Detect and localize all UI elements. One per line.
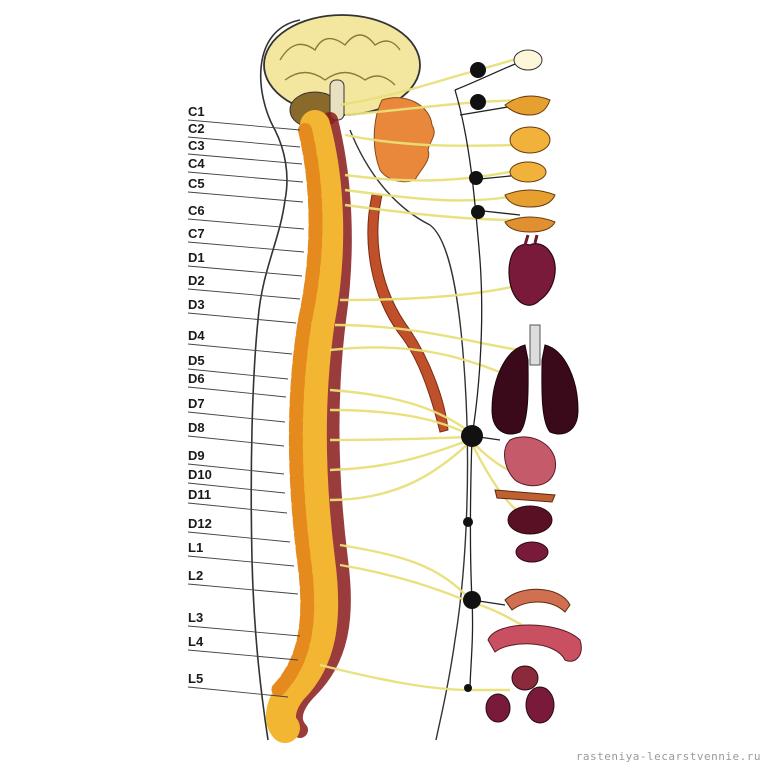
vertebra-leader-line	[187, 555, 295, 567]
vertebra-label-l5: L5	[188, 671, 203, 686]
body-outline	[250, 19, 301, 741]
vertebra-leader-line	[187, 119, 301, 131]
lungs-organ	[491, 324, 579, 435]
torso-front-line	[349, 129, 469, 741]
vertebra-leader-line	[187, 482, 286, 494]
liver-pancreas-organ	[494, 489, 556, 563]
vertebra-leader-line	[187, 218, 305, 230]
vertebra-leader-line	[187, 368, 289, 380]
vertebra-label-d12: D12	[188, 516, 212, 531]
vertebra-leader-line	[187, 649, 299, 661]
vertebra-leader-line	[187, 312, 297, 324]
spinal-column	[266, 110, 352, 743]
lacrimal-organ	[504, 95, 551, 116]
vertebra-label-d1: D1	[188, 250, 205, 265]
vertebra-label-d11: D11	[188, 487, 211, 502]
vertebra-label-d7: D7	[188, 396, 205, 411]
vertebra-label-d6: D6	[188, 371, 205, 386]
vertebra-leader-line	[187, 288, 301, 300]
brain-illustration	[263, 14, 421, 129]
vertebra-label-c4: C4	[188, 156, 205, 171]
vertebra-label-l3: L3	[188, 610, 203, 625]
vertebra-label-c1: C1	[188, 104, 205, 119]
vertebra-label-c3: C3	[188, 138, 205, 153]
eye-organ	[513, 49, 543, 71]
vertebra-leader-line	[187, 435, 285, 447]
vertebra-label-d2: D2	[188, 273, 205, 288]
stomach-organ	[504, 436, 556, 487]
vertebra-leader-line	[187, 686, 289, 698]
vertebra-leader-line	[187, 265, 303, 277]
vertebra-label-c6: C6	[188, 203, 205, 218]
vertebra-label-d5: D5	[188, 353, 205, 368]
vertebra-label-d4: D4	[188, 328, 205, 343]
vertebra-label-l2: L2	[188, 568, 203, 583]
vertebra-leader-line	[187, 625, 301, 637]
vertebra-leader-line	[187, 191, 304, 203]
bladder-organ	[485, 665, 555, 724]
vertebra-label-c2: C2	[188, 121, 205, 136]
gland-organ	[509, 126, 551, 154]
vertebra-label-l4: L4	[188, 634, 204, 649]
ganglia	[461, 62, 486, 692]
vertebra-leader-line	[187, 171, 304, 183]
watermark: rasteniya-lecarstvennie.ru	[575, 750, 761, 763]
vertebra-labels: C1C2C3C4C5C6C7D1D2D3D4D5D6D7D8D9D10D11D1…	[187, 104, 305, 698]
vertebra-leader-line	[187, 386, 287, 398]
face-illustration	[373, 97, 435, 183]
vertebra-label-d9: D9	[188, 448, 205, 463]
vertebra-label-c5: C5	[188, 176, 205, 191]
vertebra-leader-line	[187, 343, 293, 355]
vertebra-leader-line	[187, 411, 286, 423]
intestine-organ	[487, 588, 582, 662]
vertebra-leader-line	[187, 136, 301, 148]
vertebra-leader-line	[187, 241, 305, 253]
vertebra-label-c7: C7	[188, 226, 205, 241]
vertebra-leader-line	[187, 153, 303, 165]
vertebra-leader-line	[187, 583, 299, 595]
heart-organ	[508, 234, 556, 306]
salivary-organ	[504, 161, 556, 233]
vertebra-label-l1: L1	[188, 540, 203, 555]
esophagus-illustration	[367, 194, 449, 433]
vertebra-label-d3: D3	[188, 297, 205, 312]
vertebra-leader-line	[187, 463, 285, 475]
vertebra-leader-line	[187, 502, 288, 514]
vertebra-leader-line	[187, 531, 291, 543]
vertebra-label-d10: D10	[188, 467, 212, 482]
vertebra-label-d8: D8	[188, 420, 205, 435]
